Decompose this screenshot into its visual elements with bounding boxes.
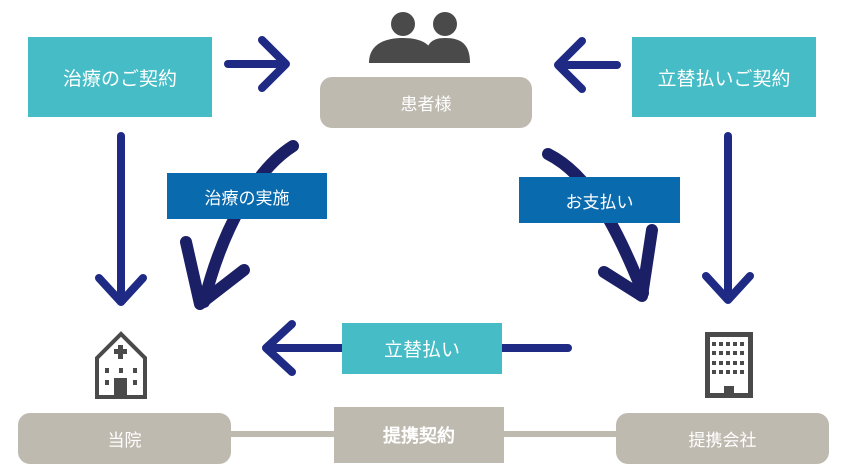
patient-node: 患者様 bbox=[320, 77, 532, 128]
advance-payment-flow-label: 立替払い bbox=[383, 339, 460, 361]
curved-arrow-treatment bbox=[180, 140, 299, 310]
people-icon bbox=[369, 12, 470, 63]
treatment-flow-label: 治療の実施 bbox=[204, 188, 290, 209]
payment-flow-label: お支払い bbox=[565, 192, 634, 213]
partner-node: 提携会社 bbox=[616, 413, 829, 464]
partnership-contract-box: 提携契約 bbox=[334, 407, 504, 463]
arrow-down-to-clinic bbox=[95, 132, 147, 306]
clinic-node: 当院 bbox=[18, 413, 231, 464]
treatment-contract-box: 治療のご契約 bbox=[28, 37, 212, 117]
arrow-right-to-patient bbox=[224, 36, 290, 92]
treatment-flow-label-box: 治療の実施 bbox=[167, 173, 327, 219]
advance-payment-flow-label-box: 立替払い bbox=[342, 323, 502, 374]
patient-label: 患者様 bbox=[400, 95, 452, 115]
office-building-icon bbox=[705, 332, 753, 398]
curved-arrow-payment bbox=[542, 148, 658, 302]
advance-payment-contract-label: 立替払いご契約 bbox=[657, 67, 791, 90]
partnership-contract-label: 提携契約 bbox=[383, 426, 455, 447]
clinic-label: 当院 bbox=[107, 431, 142, 451]
partner-label: 提携会社 bbox=[688, 431, 757, 451]
advance-payment-contract-box: 立替払いご契約 bbox=[632, 37, 816, 117]
payment-flow-label-box: お支払い bbox=[519, 177, 680, 223]
hospital-icon bbox=[95, 331, 147, 399]
treatment-contract-label: 治療のご契約 bbox=[62, 67, 177, 90]
arrow-left-to-patient bbox=[554, 37, 621, 93]
arrow-down-to-partner bbox=[702, 132, 754, 304]
